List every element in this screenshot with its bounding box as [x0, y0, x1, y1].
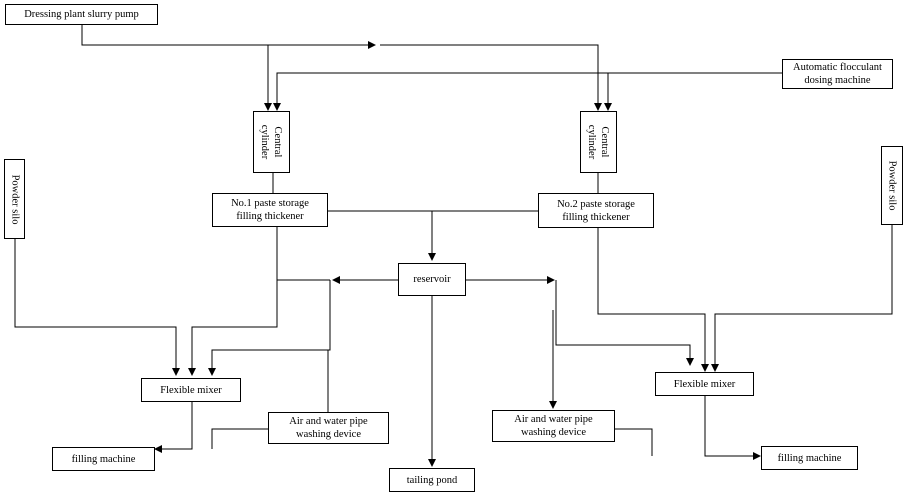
filling-machine-1-box: filling machine	[52, 447, 155, 471]
powder-silo-right-label: Powder silo	[886, 160, 898, 211]
flocculant-dosing-box: Automatic flocculant dosing machine	[782, 59, 893, 89]
slurry-feed-line	[81, 24, 376, 49]
flocculant-label-line1: Automatic flocculant	[793, 62, 882, 73]
washing-device-1-line2: washing device	[295, 429, 362, 440]
washer-1-to-filling	[211, 428, 268, 449]
slurry-pump-label: Dressing plant slurry pump	[24, 9, 139, 20]
thickener-1-line1: No.1 paste storage	[231, 198, 309, 209]
central-cylinder-2-box: Central cylinder	[580, 111, 617, 173]
slurry-pump-box: Dressing plant slurry pump	[5, 4, 158, 25]
tailing-pond-box: tailing pond	[389, 468, 475, 492]
washing-device-1-line1: Air and water pipe	[289, 416, 368, 427]
reservoir-label: reservoir	[413, 274, 451, 285]
central-cylinder-1-line1: Central	[272, 126, 284, 158]
flexible-mixer-1-box: Flexible mixer	[141, 378, 241, 402]
thickener-2-line1: No.2 paste storage	[557, 198, 635, 210]
mixer-2-to-filling	[704, 396, 761, 460]
flexible-mixer-2-box: Flexible mixer	[655, 372, 754, 396]
central-cylinder-2-line1: Central	[599, 126, 611, 158]
thickener-1-line2: filling thickener	[236, 211, 304, 222]
flocculant-line	[273, 72, 782, 111]
flexible-mixer-2-label: Flexible mixer	[673, 378, 736, 390]
reservoir-left-down	[208, 280, 331, 376]
thickener-1-underflow	[188, 226, 278, 376]
central-cylinder-1-label: Central cylinder	[259, 125, 285, 159]
washing-device-1-box: Air and water pipe washing device	[268, 412, 389, 444]
reservoir-box: reservoir	[398, 263, 466, 296]
thickener-2-underflow	[597, 228, 709, 372]
filling-machine-1-label: filling machine	[71, 453, 136, 465]
central-cylinder-2-line2: cylinder	[586, 124, 598, 160]
washing-device-2-line1: Air and water pipe	[514, 414, 593, 425]
powder-silo-left-line	[14, 239, 180, 376]
filling-machine-2-label: filling machine	[777, 452, 842, 464]
tailing-pond-label: tailing pond	[406, 474, 458, 486]
central-cylinder-2-label: Central cylinder	[586, 125, 612, 159]
powder-silo-left-label: Powder silo	[9, 174, 20, 224]
washing-device-2-line2: washing device	[520, 427, 587, 438]
thickener-1-box: No.1 paste storage filling thickener	[212, 193, 328, 227]
central-cylinder-1-box: Central cylinder	[253, 111, 290, 173]
mixer-1-to-filling	[154, 401, 193, 453]
powder-silo-right-line	[711, 225, 893, 372]
washing-device-2-box: Air and water pipe washing device	[492, 410, 615, 442]
powder-silo-left-box: Powder silo	[4, 159, 25, 239]
reservoir-right-down	[555, 280, 694, 366]
powder-silo-right-box: Powder silo	[881, 146, 903, 225]
thickener-2-line2: filling thickener	[562, 211, 630, 223]
filling-machine-2-box: filling machine	[761, 446, 858, 470]
flocculant-label-line2: dosing machine	[804, 75, 871, 86]
central-cylinder-1-line2: cylinder	[259, 124, 271, 160]
slurry-feed-line-right	[380, 44, 602, 111]
thickener-2-box: No.2 paste storage filling thickener	[538, 193, 654, 228]
washer-2-to-filling	[615, 428, 653, 456]
flexible-mixer-1-label: Flexible mixer	[160, 384, 222, 396]
